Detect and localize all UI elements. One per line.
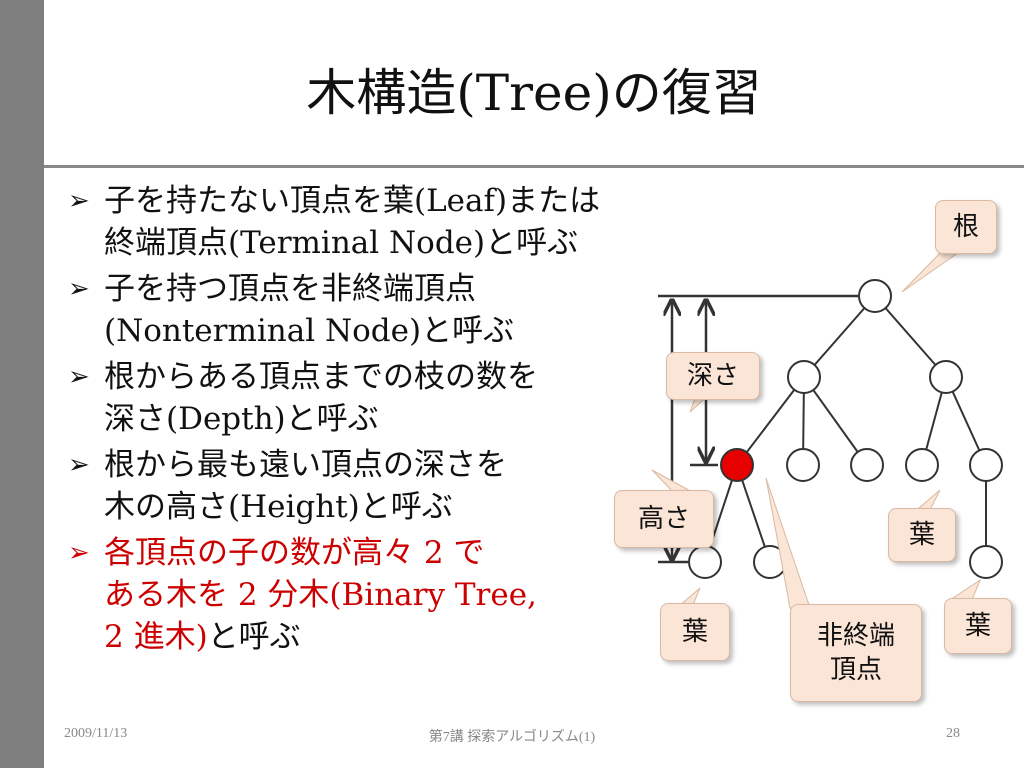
bullet-line: (Nonterminal Node)と呼ぶ — [104, 313, 515, 349]
bullet-line-tail: と呼ぶ — [207, 619, 301, 655]
callout-leaf-right-label: 葉 — [908, 520, 935, 550]
tree-node — [969, 545, 1003, 579]
callout-leaf-bottom: 葉 — [660, 603, 730, 661]
footer-page-number: 28 — [946, 726, 960, 741]
bullet-line: 終端頂点(Terminal Node)と呼ぶ — [104, 225, 579, 261]
tree-node — [969, 448, 1003, 482]
bullet-list: ➢ 子を持たない頂点を葉(Leaf)または 終端頂点(Terminal Node… — [64, 180, 664, 662]
bullet-line: 子を持つ頂点を非終端頂点 — [104, 271, 476, 307]
tree-node-root — [858, 279, 892, 313]
bullet-line: 根からある頂点までの枝の数を — [104, 359, 538, 395]
tree-node — [787, 360, 821, 394]
tree-node — [905, 448, 939, 482]
tree-node — [929, 360, 963, 394]
bullet-line-red-part: 2 進木) — [104, 619, 208, 655]
callout-root-label: 根 — [952, 212, 979, 242]
bullet-line: 木の高さ(Height)と呼ぶ — [104, 489, 453, 525]
bullet-line: 根から最も遠い頂点の深さを — [104, 447, 507, 483]
slide-title: 木構造(Tree)の復習 — [306, 64, 762, 122]
callout-root: 根 — [935, 200, 997, 254]
bullet-line: 各頂点の子の数が高々 2 で — [104, 535, 485, 571]
callout-depth: 深さ — [666, 352, 760, 400]
callout-depth-label: 深さ — [686, 361, 739, 391]
bullet-arrow-icon: ➢ — [68, 362, 90, 392]
callout-height-label: 高さ — [637, 504, 690, 534]
callout-leaf-far-right-label: 葉 — [964, 611, 991, 641]
bullet-line: ある木を 2 分木(Binary Tree, — [104, 577, 537, 613]
callout-leaf-far-right: 葉 — [944, 598, 1012, 654]
bullet-item: ➢ 根から最も遠い頂点の深さを 木の高さ(Height)と呼ぶ — [64, 444, 664, 528]
bullet-arrow-icon: ➢ — [68, 450, 90, 480]
tree-node-highlighted — [720, 448, 754, 482]
bullet-arrow-icon: ➢ — [68, 186, 90, 216]
tree-node — [688, 545, 722, 579]
callout-nonterminal: 非終端 頂点 — [790, 604, 922, 702]
bullet-arrow-icon: ➢ — [68, 538, 90, 568]
callout-height: 高さ — [614, 490, 714, 548]
callout-nonterminal-line2: 頂点 — [829, 655, 882, 685]
bullet-line: 深さ(Depth)と呼ぶ — [104, 401, 379, 437]
bullet-line: 子を持たない頂点を葉(Leaf)または — [104, 183, 601, 219]
tree-node — [786, 448, 820, 482]
bullet-item: ➢ 根からある頂点までの枝の数を 深さ(Depth)と呼ぶ — [64, 356, 664, 440]
bullet-arrow-icon: ➢ — [68, 274, 90, 304]
callout-leaf-bottom-label: 葉 — [681, 617, 708, 647]
tree-node — [850, 448, 884, 482]
callout-leaf-right: 葉 — [888, 508, 956, 562]
bullet-item-highlighted: ➢ 各頂点の子の数が高々 2 で ある木を 2 分木(Binary Tree, … — [64, 532, 664, 658]
tree-node — [753, 545, 787, 579]
bullet-line: 2 進木)と呼ぶ — [104, 616, 664, 658]
left-accent-bar — [0, 0, 44, 768]
callout-nonterminal-line1: 非終端 — [816, 621, 895, 651]
title-divider — [44, 165, 1024, 168]
footer-date: 2009/11/13 — [64, 726, 128, 741]
footer-course: 第7講 探索アルゴリズム(1) — [428, 730, 596, 745]
bullet-item: ➢ 子を持つ頂点を非終端頂点 (Nonterminal Node)と呼ぶ — [64, 268, 664, 352]
bullet-item: ➢ 子を持たない頂点を葉(Leaf)または 終端頂点(Terminal Node… — [64, 180, 664, 264]
